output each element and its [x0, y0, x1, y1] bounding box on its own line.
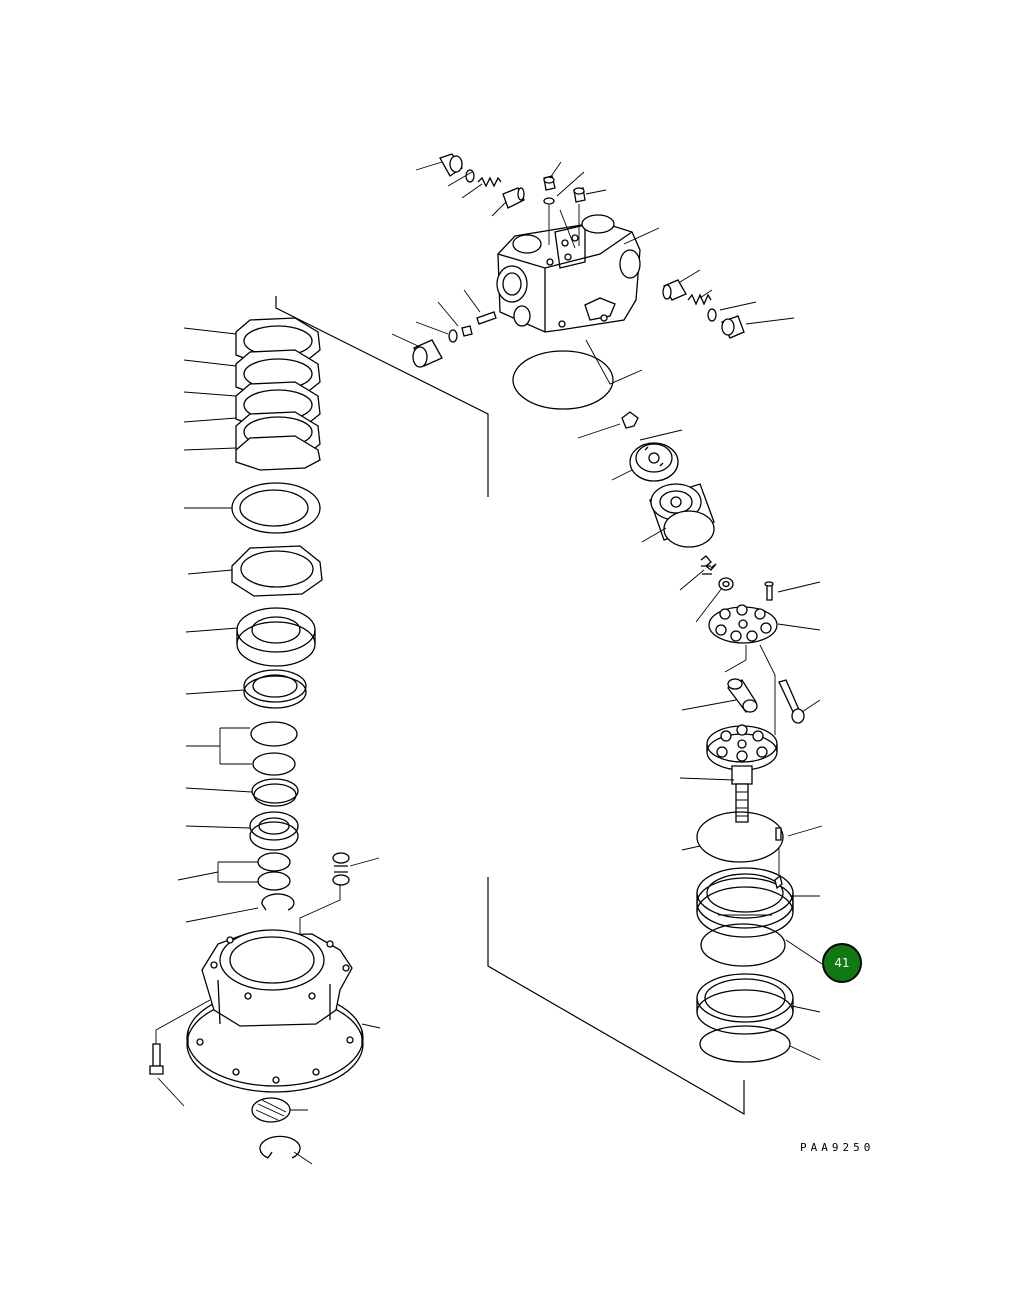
spool-right — [662, 279, 687, 301]
o-ring-top-left — [465, 169, 475, 183]
spacer-lower — [257, 871, 291, 891]
spring-center — [700, 555, 717, 575]
spool-top-left — [502, 187, 525, 209]
leader-plug-to-block — [548, 204, 580, 249]
snap-ring-lower — [261, 893, 295, 911]
o-ring-ring-gear — [700, 923, 786, 967]
shim-upper — [250, 721, 298, 747]
collar — [718, 577, 734, 591]
separator-plate — [231, 545, 323, 597]
piston-pin — [778, 679, 805, 724]
valve-plate — [629, 442, 679, 482]
ring-gear-large — [696, 867, 794, 938]
motor-housing — [186, 929, 364, 1093]
o-ring-left-lower — [448, 329, 458, 343]
o-ring-right — [707, 308, 717, 322]
oil-seal — [243, 669, 307, 709]
o-ring-shaft — [696, 811, 784, 863]
plug-left-lower — [412, 339, 443, 368]
friction-plate — [231, 482, 321, 534]
dowel-pin — [775, 827, 782, 841]
valve-plug-top-left — [439, 153, 463, 177]
shim-lower — [252, 752, 296, 776]
assembly-outline-lines — [275, 296, 745, 1116]
spring-right — [687, 293, 712, 306]
seal-ring — [696, 973, 794, 1035]
shaft-gear — [706, 724, 778, 823]
plug-small-top — [543, 175, 556, 191]
bolt-housing — [149, 1043, 164, 1075]
retainer-plate — [708, 604, 778, 644]
plug-small-right — [573, 187, 586, 203]
spring-left — [332, 852, 350, 886]
drawing-code: PAA9250 — [800, 1141, 874, 1154]
callout-41[interactable]: 41 — [822, 943, 862, 983]
leader-bolt — [155, 999, 211, 1044]
spacer-upper — [257, 852, 291, 872]
shuttle-pin — [476, 311, 497, 325]
snap-ring-bottom — [259, 1135, 301, 1159]
bearing-small-right — [621, 411, 639, 429]
o-ring-small-top — [543, 197, 555, 205]
piston — [727, 678, 758, 713]
snap-ring-upper — [251, 778, 299, 807]
o-ring-bottom-right — [699, 1025, 791, 1063]
roller-bearing-small — [249, 811, 299, 851]
plates-stack — [235, 317, 321, 471]
callout-41-label: 41 — [834, 956, 849, 970]
leader-shims — [219, 727, 252, 765]
nut — [251, 1097, 291, 1123]
screw-small — [764, 581, 774, 601]
check-valve-small — [461, 325, 473, 337]
plug-right — [721, 315, 745, 339]
valve-block — [496, 214, 641, 333]
spring-top-left — [477, 176, 502, 188]
leader-retainer — [724, 644, 776, 735]
leader-spacers — [217, 861, 258, 883]
leader-lines — [157, 161, 823, 1165]
cylinder-block — [649, 483, 715, 548]
o-ring-large — [512, 350, 614, 410]
roller-bearing-large — [236, 607, 316, 667]
